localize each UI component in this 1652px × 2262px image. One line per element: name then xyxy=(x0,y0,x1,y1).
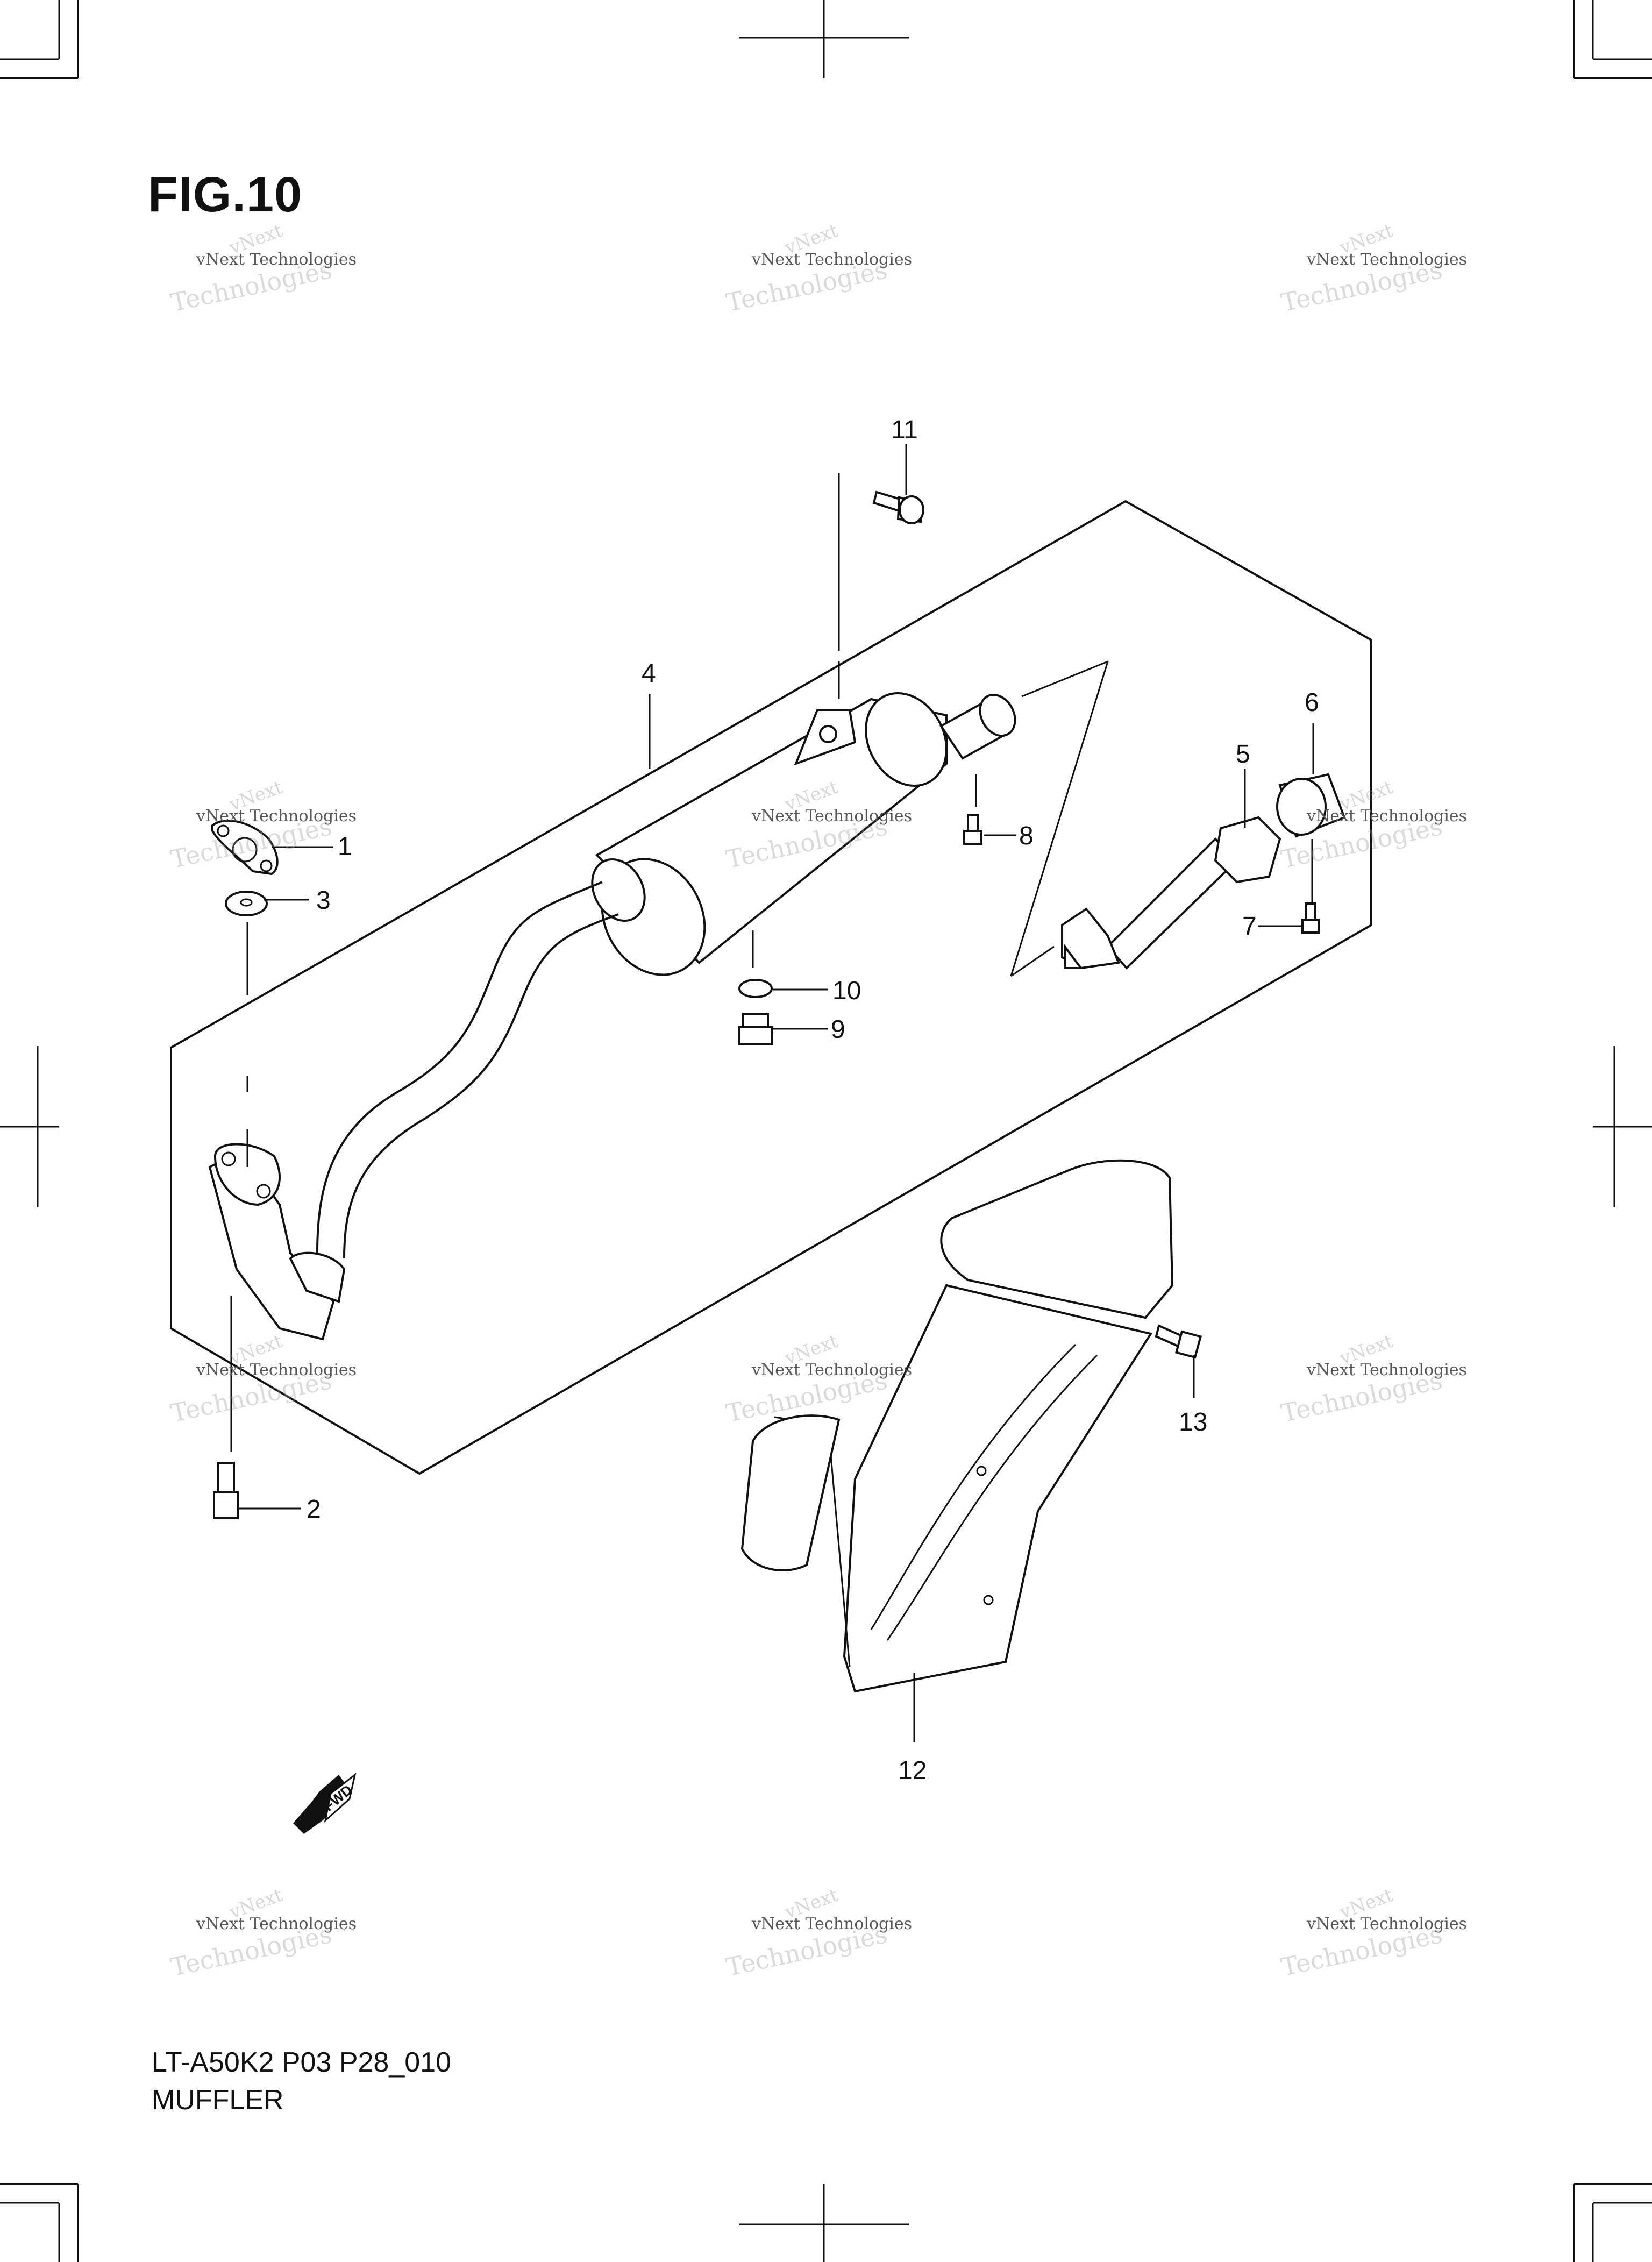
screw xyxy=(1301,902,1320,934)
gasket-ring xyxy=(738,979,773,998)
callout-labels: 1 2 3 4 5 6 7 8 9 10 11 12 13 xyxy=(307,416,1319,1785)
callout-5: 5 xyxy=(1236,740,1250,769)
callout-2: 2 xyxy=(307,1495,321,1524)
callout-6: 6 xyxy=(1305,688,1319,717)
callout-8: 8 xyxy=(1019,822,1034,850)
leader-lines xyxy=(230,444,1314,1742)
exhaust-pipe xyxy=(208,881,619,1341)
callout-4: 4 xyxy=(642,659,656,688)
callout-9: 9 xyxy=(831,1015,845,1044)
figure-title: FIG.10 xyxy=(148,167,303,222)
callout-13: 13 xyxy=(1179,1408,1207,1436)
callout-10: 10 xyxy=(832,977,861,1005)
drain-plug xyxy=(738,1013,773,1045)
callout-12: 12 xyxy=(898,1756,927,1785)
callout-11: 11 xyxy=(891,416,918,444)
bolt xyxy=(872,490,924,524)
assembly-outline xyxy=(170,500,1372,1475)
heat-shield xyxy=(740,1159,1174,1693)
washer xyxy=(225,891,268,916)
callout-1: 1 xyxy=(338,833,352,861)
bolt xyxy=(1155,1324,1202,1359)
screw xyxy=(963,814,982,845)
diagram-code: LT-A50K2 P03 P28_010 xyxy=(152,2047,452,2078)
callout-3: 3 xyxy=(316,886,331,915)
tail-pipe xyxy=(1061,816,1281,970)
muffler xyxy=(591,692,1016,976)
diagram-name: MUFFLER xyxy=(152,2085,284,2116)
fwd-arrow-icon: FWD xyxy=(293,1773,357,1834)
callout-7: 7 xyxy=(1242,912,1257,941)
muffler-cap xyxy=(1276,773,1346,838)
gasket xyxy=(211,819,279,876)
bolt xyxy=(213,1462,239,1519)
